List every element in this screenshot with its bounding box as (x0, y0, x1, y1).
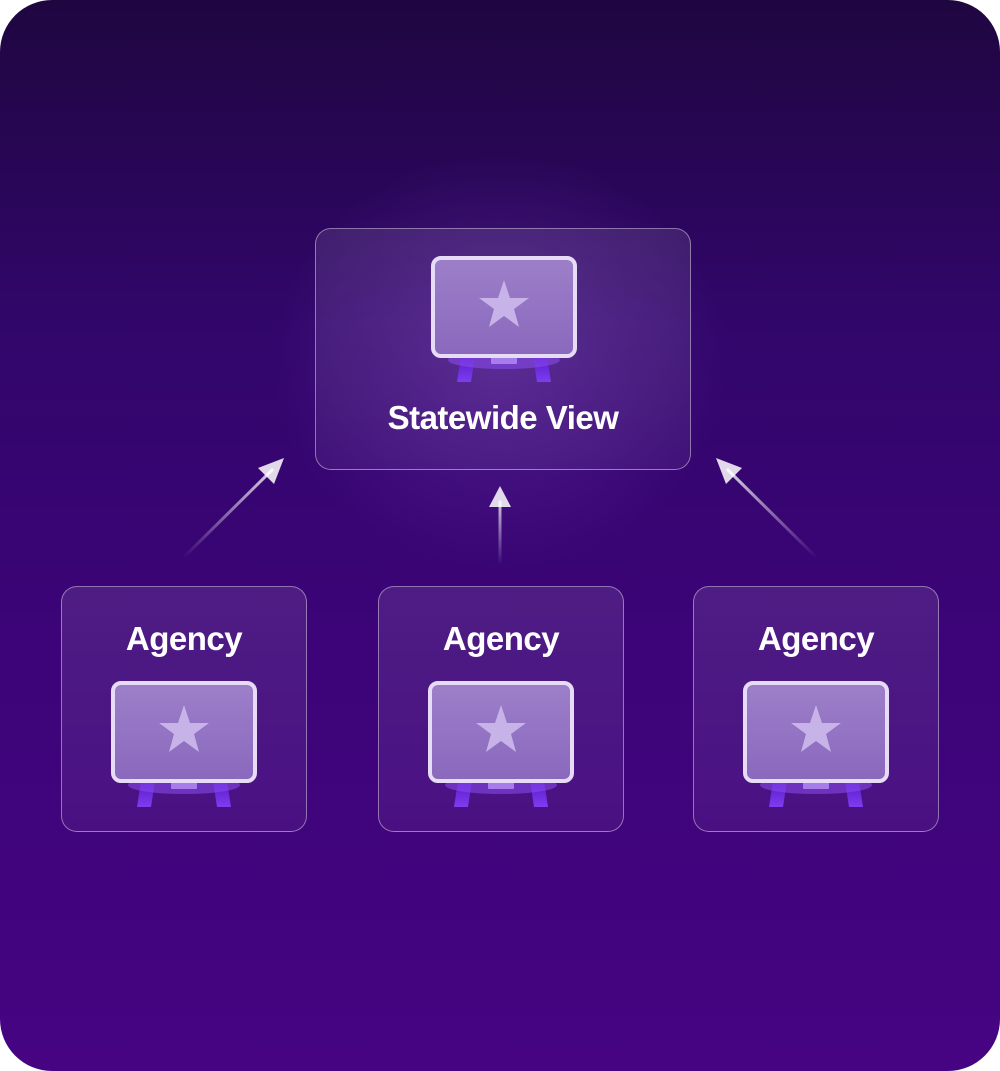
statewide-view-node: Statewide View (315, 228, 691, 470)
display-star-icon (431, 256, 577, 384)
arrow-right (716, 458, 819, 560)
node-label: Agency (442, 620, 560, 657)
agency-node: Agency (693, 586, 939, 832)
node-label: Statewide View (387, 399, 619, 436)
node-label: Agency (125, 620, 243, 657)
arrow-left (181, 458, 284, 560)
display-star-icon (111, 681, 257, 809)
display-star-icon (428, 681, 574, 809)
arrow-middle (489, 486, 511, 567)
display-star-icon (743, 681, 889, 809)
node-label: Agency (757, 620, 875, 657)
agency-node: Agency (378, 586, 624, 832)
agency-node: Agency (61, 586, 307, 832)
